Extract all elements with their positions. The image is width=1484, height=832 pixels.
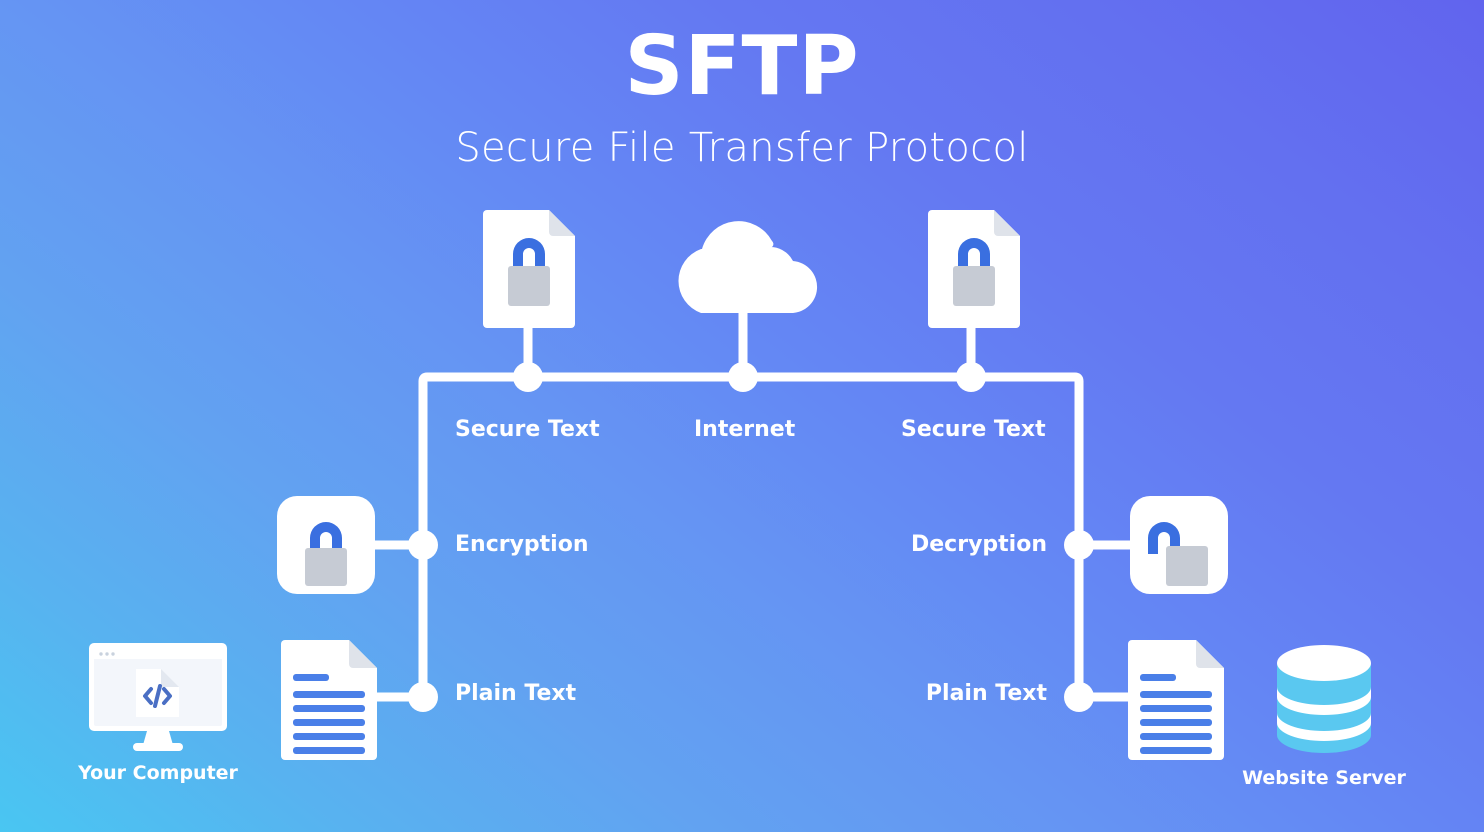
caption-your-computer: Your Computer [78, 762, 238, 784]
locked-document-left [483, 210, 575, 328]
cloud-internet [667, 215, 819, 314]
plain-document-right [1128, 640, 1224, 760]
desktop-monitor-icon [89, 643, 227, 751]
label-secure-text-right: Secure Text [901, 417, 1046, 442]
caption-website-server: Website Server [1242, 767, 1406, 789]
label-plain-text-left: Plain Text [455, 681, 577, 706]
secure-text-right-node [956, 362, 986, 392]
label-internet: Internet [694, 417, 796, 442]
internet-node [728, 362, 758, 392]
text-document-icon [1128, 640, 1224, 760]
website-server-icon [1277, 645, 1371, 753]
plain-document-left [281, 640, 377, 760]
plain-text-left-node [408, 682, 438, 712]
secure-text-left-node [513, 362, 543, 392]
label-secure-text-left: Secure Text [455, 417, 600, 442]
cloud-icon [678, 221, 818, 314]
page-title: SFTP [624, 19, 860, 114]
encryption-node [408, 530, 438, 560]
locked-document-icon [928, 210, 1020, 328]
label-encryption: Encryption [455, 532, 589, 557]
locked-document-right [928, 210, 1020, 328]
encryption-lock-tile [277, 496, 375, 594]
page-subtitle: Secure File Transfer Protocol [455, 125, 1029, 171]
decryption-node [1064, 530, 1094, 560]
closed-padlock-icon [277, 496, 375, 594]
plain-text-right-node [1064, 682, 1094, 712]
your-computer-icon [89, 643, 227, 753]
database-cylinder-icon [1277, 645, 1371, 753]
decryption-lock-tile [1130, 496, 1228, 594]
label-plain-text-right: Plain Text [925, 681, 1047, 706]
label-decryption: Decryption [911, 532, 1047, 557]
locked-document-icon [483, 210, 575, 328]
open-padlock-icon [1130, 496, 1228, 594]
text-document-icon [281, 640, 377, 760]
